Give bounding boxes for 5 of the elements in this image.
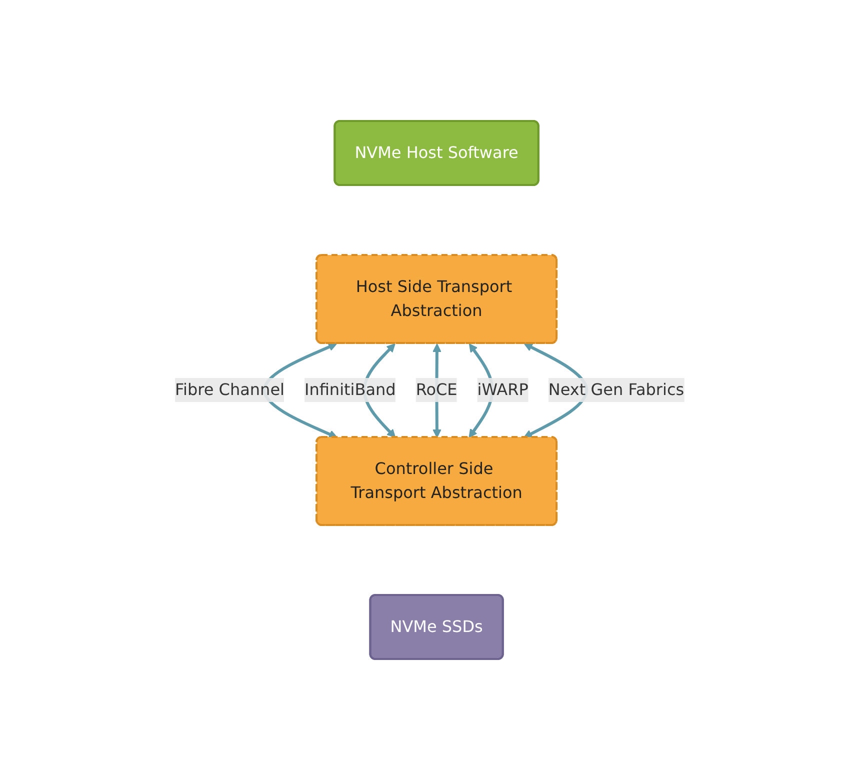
edge-label: RoCE xyxy=(416,380,458,398)
edge-label: iWARP xyxy=(478,380,529,398)
edge-label: Fibre Channel xyxy=(175,380,285,398)
edge-label: Next Gen Fabrics xyxy=(548,380,685,398)
edge-label: InfinitiBand xyxy=(304,380,396,398)
